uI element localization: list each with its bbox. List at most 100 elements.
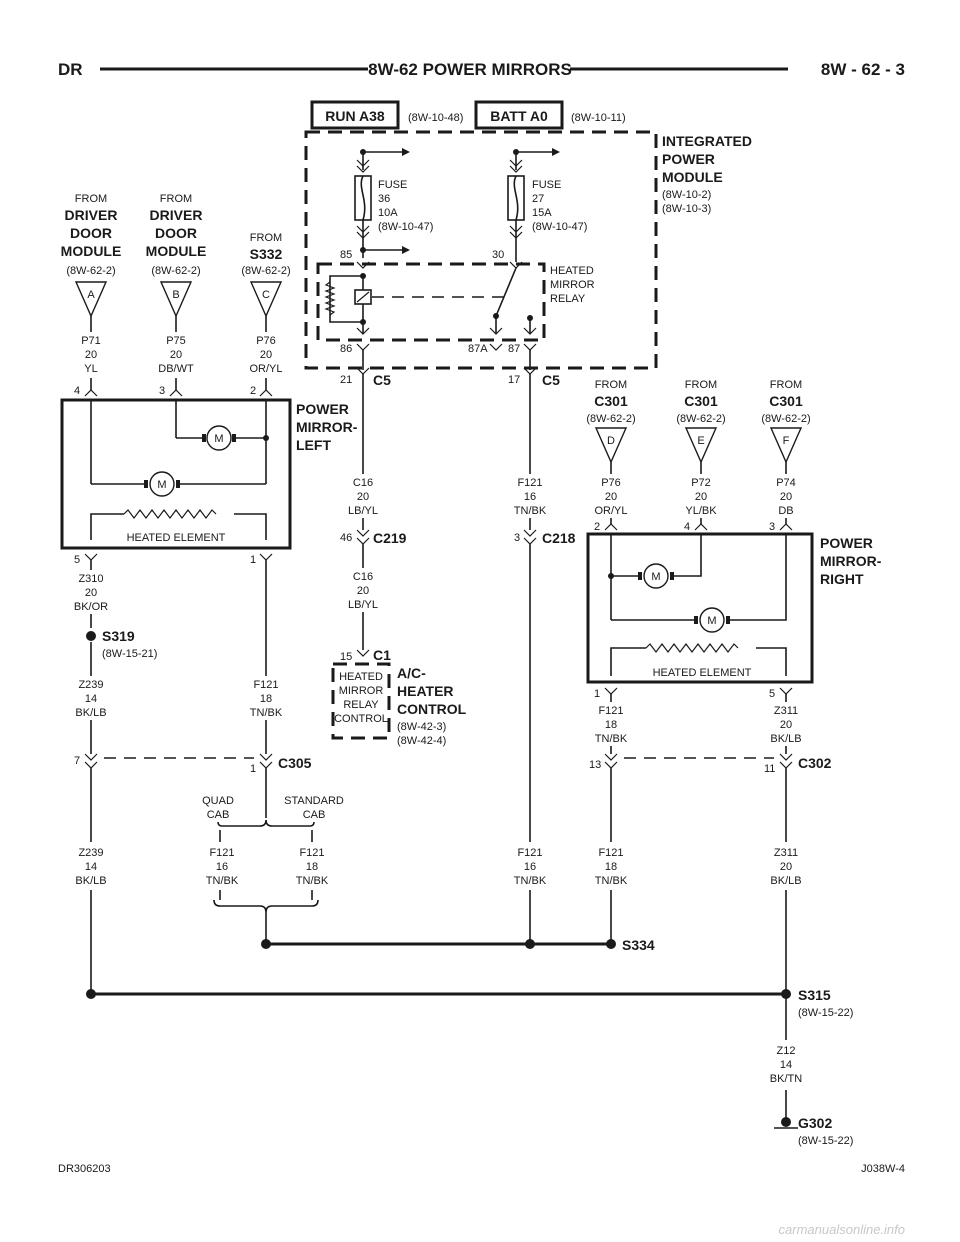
z311b-circuit: Z311	[774, 847, 798, 859]
z310-gauge: 20	[85, 587, 97, 599]
input-d-color: OR/YL	[594, 505, 627, 517]
c5-pin-21: 21	[340, 374, 352, 386]
c16b-gauge: 20	[357, 585, 369, 597]
z311b-color: BK/LB	[770, 875, 801, 887]
input-c-letter: C	[262, 289, 270, 301]
run-a38-ref: (8W-10-48)	[408, 112, 463, 124]
f121a-circuit: F121	[253, 679, 278, 691]
c305-connector	[84, 753, 273, 769]
c302-pin-13: 13	[589, 759, 601, 771]
f121a-gauge: 18	[260, 693, 272, 705]
ipm-ref-1: (8W-10-2)	[662, 189, 711, 201]
input-a-ref: (8W-62-2)	[66, 265, 115, 277]
f121a-color: TN/BK	[250, 707, 283, 719]
s315-label: S315	[798, 987, 831, 1003]
c305-label: C305	[278, 755, 312, 771]
z311b-gauge: 20	[780, 861, 792, 873]
mirror-left-internals	[90, 400, 269, 540]
batt-a0-box	[474, 100, 564, 130]
f121c-circuit: F121	[517, 847, 542, 859]
fuse-27-circuit	[507, 148, 560, 262]
c1-pin: 15	[340, 651, 352, 663]
input-b-from: FROM	[160, 193, 192, 205]
s319-splice	[86, 631, 96, 641]
input-a-color: YL	[84, 363, 97, 375]
z12-color: BK/TN	[770, 1073, 802, 1085]
cab-quad-2: CAB	[207, 809, 230, 821]
cab-quad-1: QUAD	[202, 795, 234, 807]
footer-left: DR306203	[58, 1163, 111, 1175]
input-c-marker	[249, 281, 283, 318]
z239b-color: BK/LB	[75, 875, 106, 887]
c219-symbol	[356, 529, 370, 537]
input-c-gauge: 20	[260, 349, 272, 361]
mirror-left-motor-2: M	[144, 471, 180, 497]
mirror-right-pin-1: 1	[594, 688, 600, 700]
c218-label: C218	[542, 530, 576, 546]
ac-heater-control-box	[331, 662, 391, 740]
input-b-name-1: DRIVER	[150, 207, 203, 223]
relay-pin-87a: 87A	[468, 343, 488, 355]
ground-icon	[774, 1117, 798, 1129]
input-e-color: YL/BK	[685, 505, 717, 517]
z310-circuit: Z310	[78, 573, 103, 585]
relay-pin-30: 30	[492, 249, 504, 261]
ipm-ref-2: (8W-10-3)	[662, 203, 711, 215]
input-e-marker	[684, 427, 718, 464]
f121e-color: TN/BK	[595, 875, 628, 887]
f121c-color: TN/BK	[514, 875, 547, 887]
mirror-right-motor-2: M	[694, 607, 730, 633]
input-d-from: FROM	[595, 379, 627, 391]
header-title: 8W-62 POWER MIRRORS	[368, 60, 572, 79]
s315-ref: (8W-15-22)	[798, 1007, 853, 1019]
mirror-left-pin-5: 5	[74, 554, 80, 566]
input-c-pin: 2	[250, 385, 256, 397]
input-d-marker	[594, 427, 628, 464]
cab-std-2: CAB	[303, 809, 326, 821]
c219-pin: 46	[340, 532, 352, 544]
input-a-name-3: MODULE	[61, 243, 122, 259]
input-f-color: DB	[778, 505, 793, 517]
ipm-boundary	[304, 130, 658, 370]
c218-symbol	[523, 529, 537, 537]
mirror-left-l2: MIRROR-	[296, 419, 358, 435]
f121d-color: TN/BK	[595, 733, 628, 745]
relay-87-connector	[523, 343, 537, 351]
relay-pin-87: 87	[508, 343, 520, 355]
s319-label: S319	[102, 628, 135, 644]
header-right: 8W - 62 - 3	[821, 60, 905, 79]
input-b-color: DB/WT	[158, 363, 194, 375]
c302-pin-11: 11	[764, 763, 775, 775]
cab-option-bracket-bottom	[213, 899, 319, 913]
mirror-right-motor-2-label: M	[707, 615, 716, 627]
input-c-from: FROM	[250, 232, 282, 244]
ipm-label-1: INTEGRATED	[662, 133, 752, 149]
input-c-color: OR/YL	[249, 363, 282, 375]
f121-std-color: TN/BK	[296, 875, 329, 887]
z12-circuit: Z12	[777, 1045, 796, 1057]
mirror-right-l2: MIRROR-	[820, 553, 882, 569]
input-c-circuit: P76	[256, 335, 276, 347]
input-e-letter: E	[697, 435, 704, 447]
cab-option-bracket-top	[217, 819, 315, 827]
input-d-ref: (8W-62-2)	[586, 413, 635, 425]
relay-pin-86: 86	[340, 343, 352, 355]
input-f-marker	[769, 427, 803, 464]
mirror-left-motor-1: M	[202, 425, 236, 451]
input-d-circuit: P76	[601, 477, 621, 489]
input-e-gauge: 20	[695, 491, 707, 503]
g302-ref: (8W-15-22)	[798, 1135, 853, 1147]
c1-symbol	[356, 649, 370, 657]
input-e-from: FROM	[685, 379, 717, 391]
input-b-name-2: DOOR	[155, 225, 197, 241]
f121-quad-color: TN/BK	[206, 875, 239, 887]
c5-label-left: C5	[373, 372, 391, 388]
mirror-left-l3: LEFT	[296, 437, 331, 453]
ac-ref-2: (8W-42-4)	[397, 735, 446, 747]
mirror-right-l1: POWER	[820, 535, 873, 551]
cab-std-1: STANDARD	[284, 795, 344, 807]
c16a-circuit: C16	[353, 477, 373, 489]
c5-pin-17: 17	[508, 374, 520, 386]
f121d-circuit: F121	[598, 705, 623, 717]
fuse-27-l1: FUSE	[532, 179, 561, 191]
